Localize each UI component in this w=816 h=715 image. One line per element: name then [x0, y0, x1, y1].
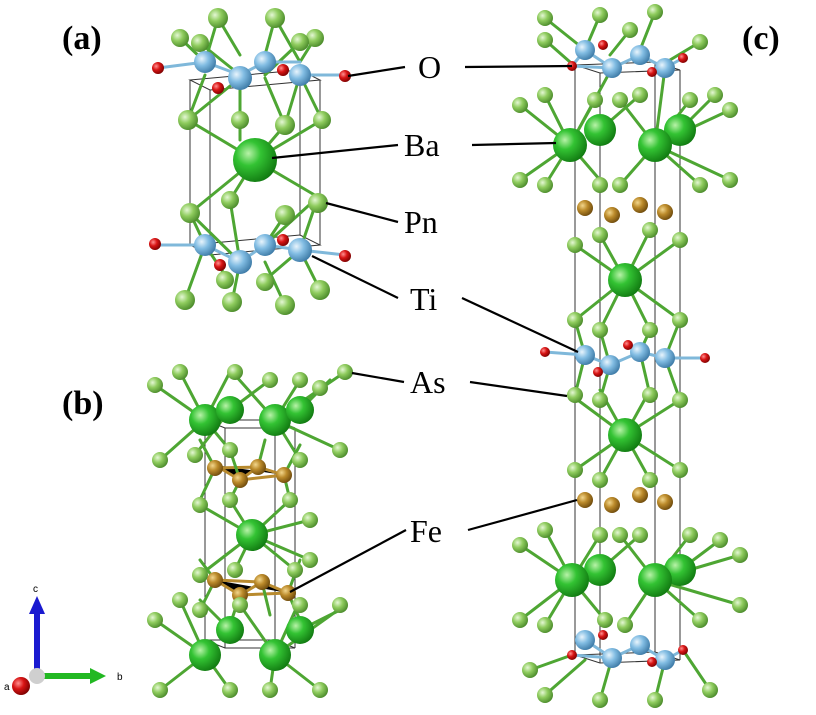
panel-label-a: (a) — [62, 20, 102, 57]
leader-lines — [271, 64, 579, 593]
axis-b-arrowhead — [90, 668, 106, 684]
leader-o-right — [464, 64, 573, 69]
leader-ti-left — [311, 255, 399, 299]
axis-triad: c b a — [4, 584, 123, 695]
structure-b — [147, 364, 353, 698]
species-label-pn: Pn — [404, 204, 438, 240]
leader-fe-right — [467, 498, 578, 532]
species-label-fe: Fe — [410, 513, 442, 549]
structure-a — [149, 8, 351, 315]
leader-pn — [325, 201, 399, 224]
leader-ti-right — [461, 297, 579, 353]
species-label-ba: Ba — [404, 127, 440, 163]
axis-label-a: a — [4, 682, 10, 693]
axis-a-marker — [12, 677, 30, 695]
species-label-o: O — [418, 49, 441, 85]
axis-c-arrowhead — [29, 596, 45, 614]
atoms-a — [149, 8, 351, 315]
leader-as-right — [469, 380, 568, 398]
leader-fe-left — [289, 529, 407, 593]
leader-o-left — [347, 65, 406, 78]
atoms-b — [147, 364, 353, 698]
axis-label-c: c — [33, 584, 38, 595]
atoms-c — [512, 4, 748, 708]
panel-label-c: (c) — [742, 20, 780, 57]
panel-label-b: (b) — [62, 385, 104, 422]
species-label-ti: Ti — [410, 281, 437, 317]
axis-origin — [29, 668, 45, 684]
leader-ba-right — [471, 141, 557, 147]
species-label-as: As — [410, 364, 446, 400]
leader-as-left — [351, 371, 405, 384]
bonds-a — [153, 16, 347, 307]
structure-c — [512, 4, 748, 708]
leader-ba-left — [271, 143, 399, 160]
axis-label-b: b — [117, 672, 123, 683]
